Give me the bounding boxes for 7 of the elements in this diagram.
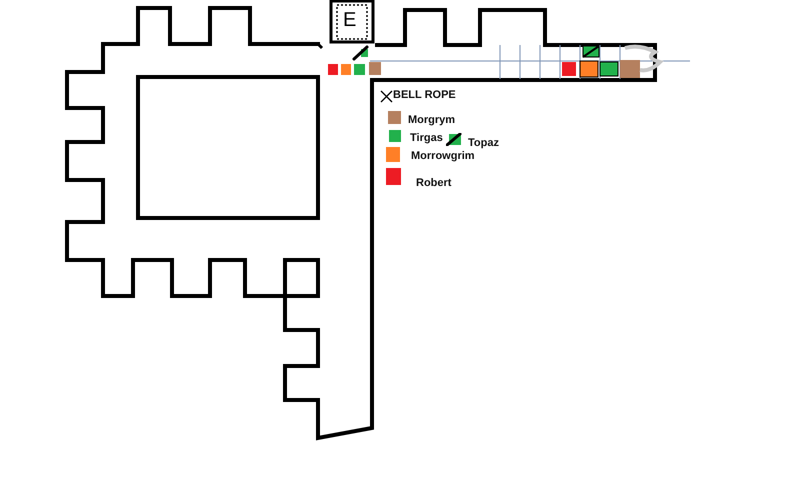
- legend-label: Topaz: [468, 138, 499, 149]
- legend-label: Tirgas: [410, 133, 443, 144]
- legend-label: Robert: [416, 178, 452, 189]
- legend-label: BELL ROPE: [393, 90, 456, 101]
- legend-label: Morrowgrim: [411, 151, 475, 162]
- gate-letter: E: [343, 10, 356, 30]
- legend-label: Morgrym: [408, 115, 456, 126]
